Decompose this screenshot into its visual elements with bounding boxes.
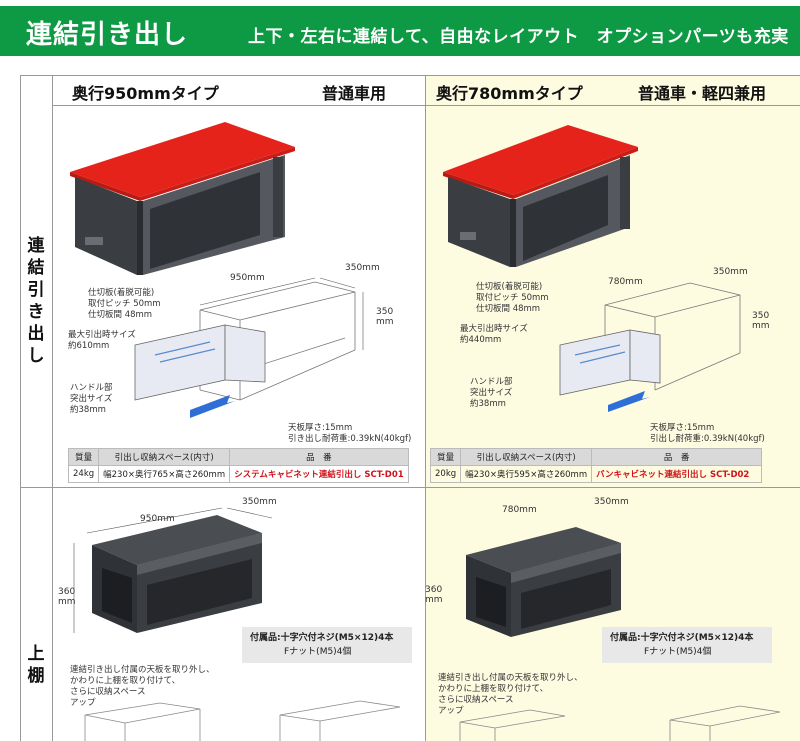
right-drawer-spec-note: 天板厚さ:15mm 引出し耐荷重:0.39kN(40kgf): [650, 423, 765, 444]
banner-title: 連結引き出し: [26, 20, 189, 50]
spec-product: バンキャビネット連結引出し SCT-D02: [591, 465, 763, 483]
right-drawer-divider-note: 仕切板(着脱可能) 取付ピッチ 50mm 仕切板間 48mm: [476, 282, 549, 314]
right-drawer-height: 350 mm: [752, 311, 770, 331]
left-drawer-depth: 350mm: [345, 263, 380, 273]
right-shelf-accessory-nuts: Fナット(M5)4個: [644, 647, 712, 657]
right-shelf-width: 780mm: [502, 505, 537, 515]
row-label-shelf: 上棚: [27, 644, 45, 686]
spec-space: 幅230×奥行595×高さ260mm: [460, 465, 593, 483]
spec-space: 幅230×奥行765×高さ260mm: [98, 465, 231, 483]
spec-weight: 24kg: [67, 465, 100, 483]
left-drawer-width: 950mm: [230, 273, 265, 283]
spec-header-product: 品 番: [229, 448, 409, 466]
left-drawer-max-pull: 最大引出時サイズ 約610mm: [68, 330, 136, 351]
left-shelf-width: 950mm: [140, 514, 175, 524]
spec-weight: 20kg: [429, 465, 462, 483]
banner-subtitle: 上下・左右に連結して、自由なレイアウト オプションパーツも充実: [248, 27, 789, 47]
left-shelf-accessory-screws: 付属品:十字穴付ネジ(M5×12)4本: [250, 633, 394, 643]
left-drawer-spec-table: 質量 引出し収納スペース(内寸) 品 番 24kg 幅230×奥行765×高さ2…: [67, 448, 409, 483]
right-shelf-photo: [466, 527, 621, 637]
right-drawer-handle-note: ハンドル部 突出サイズ 約38mm: [470, 377, 513, 409]
left-drawer-divider-note: 仕切板(着脱可能) 取付ピッチ 50mm 仕切板間 48mm: [88, 288, 161, 320]
left-drawer-photo: [70, 122, 295, 275]
right-shelf-accessories: 付属品:十字穴付ネジ(M5×12)4本 Fナット(M5)4個: [602, 627, 772, 663]
spec-header-weight: 質量: [67, 448, 100, 466]
spec-header-space: 引出し収納スペース(内寸): [98, 448, 231, 466]
right-type-label: 奥行780mmタイプ: [436, 84, 583, 103]
spec-header-weight: 質量: [429, 448, 462, 466]
left-drawer-diagram: [134, 277, 364, 418]
right-drawer-width: 780mm: [608, 277, 643, 287]
right-drawer-max-pull: 最大引出時サイズ 約440mm: [460, 324, 528, 345]
right-shelf-depth: 350mm: [594, 497, 629, 507]
banner-background: [0, 6, 800, 56]
right-drawer-spec-table: 質量 引出し収納スペース(内寸) 品 番 20kg 幅230×奥行595×高さ2…: [429, 448, 763, 483]
spec-header-product: 品 番: [591, 448, 763, 466]
left-usage-label: 普通車用: [322, 84, 387, 103]
right-shelf-height: 360 mm: [425, 585, 443, 605]
left-shelf-height: 360 mm: [58, 587, 76, 607]
left-drawer-height: 350 mm: [376, 307, 394, 327]
left-shelf-note: 連結引き出し付属の天板を取り外し、 かわりに上棚を取り付けて、 さらに収納スペー…: [70, 665, 215, 708]
right-usage-label: 普通車・軽四兼用: [638, 84, 767, 103]
left-shelf-combo-diagram: [84, 700, 401, 741]
left-shelf-accessories: 付属品:十字穴付ネジ(M5×12)4本 Fナット(M5)4個: [242, 627, 412, 663]
left-shelf-accessory-nuts: Fナット(M5)4個: [284, 647, 352, 657]
right-shelf-note: 連結引き出し付属の天板を取り外し、 かわりに上棚を取り付けて、 さらに収納スペー…: [438, 673, 583, 716]
left-shelf-photo: [73, 507, 273, 633]
spec-header-space: 引出し収納スペース(内寸): [460, 448, 593, 466]
left-shelf-depth: 350mm: [242, 497, 277, 507]
left-type-label: 奥行950mmタイプ: [72, 84, 219, 103]
left-drawer-spec-note: 天板厚さ:15mm 引き出し耐荷重:0.39kN(40kgf): [288, 423, 412, 444]
row-label-drawer: 連結引き出し: [27, 236, 45, 366]
banner: 連結引き出し 上下・左右に連結して、自由なレイアウト オプションパーツも充実: [0, 0, 800, 58]
right-drawer-depth: 350mm: [713, 267, 748, 277]
left-drawer-handle-note: ハンドル部 突出サイズ 約38mm: [70, 383, 113, 415]
right-drawer-diagram: [559, 282, 741, 412]
spec-product: システムキャビネット連結引出し SCT-D01: [229, 465, 409, 483]
right-shelf-accessory-screws: 付属品:十字穴付ネジ(M5×12)4本: [610, 633, 754, 643]
product-grid: 奥行950mmタイプ 普通車用 奥行780mmタイプ 普通車・軽四兼用 連結引き…: [20, 75, 800, 741]
right-drawer-photo: [443, 125, 638, 267]
right-shelf-combo-diagram: [459, 705, 781, 741]
